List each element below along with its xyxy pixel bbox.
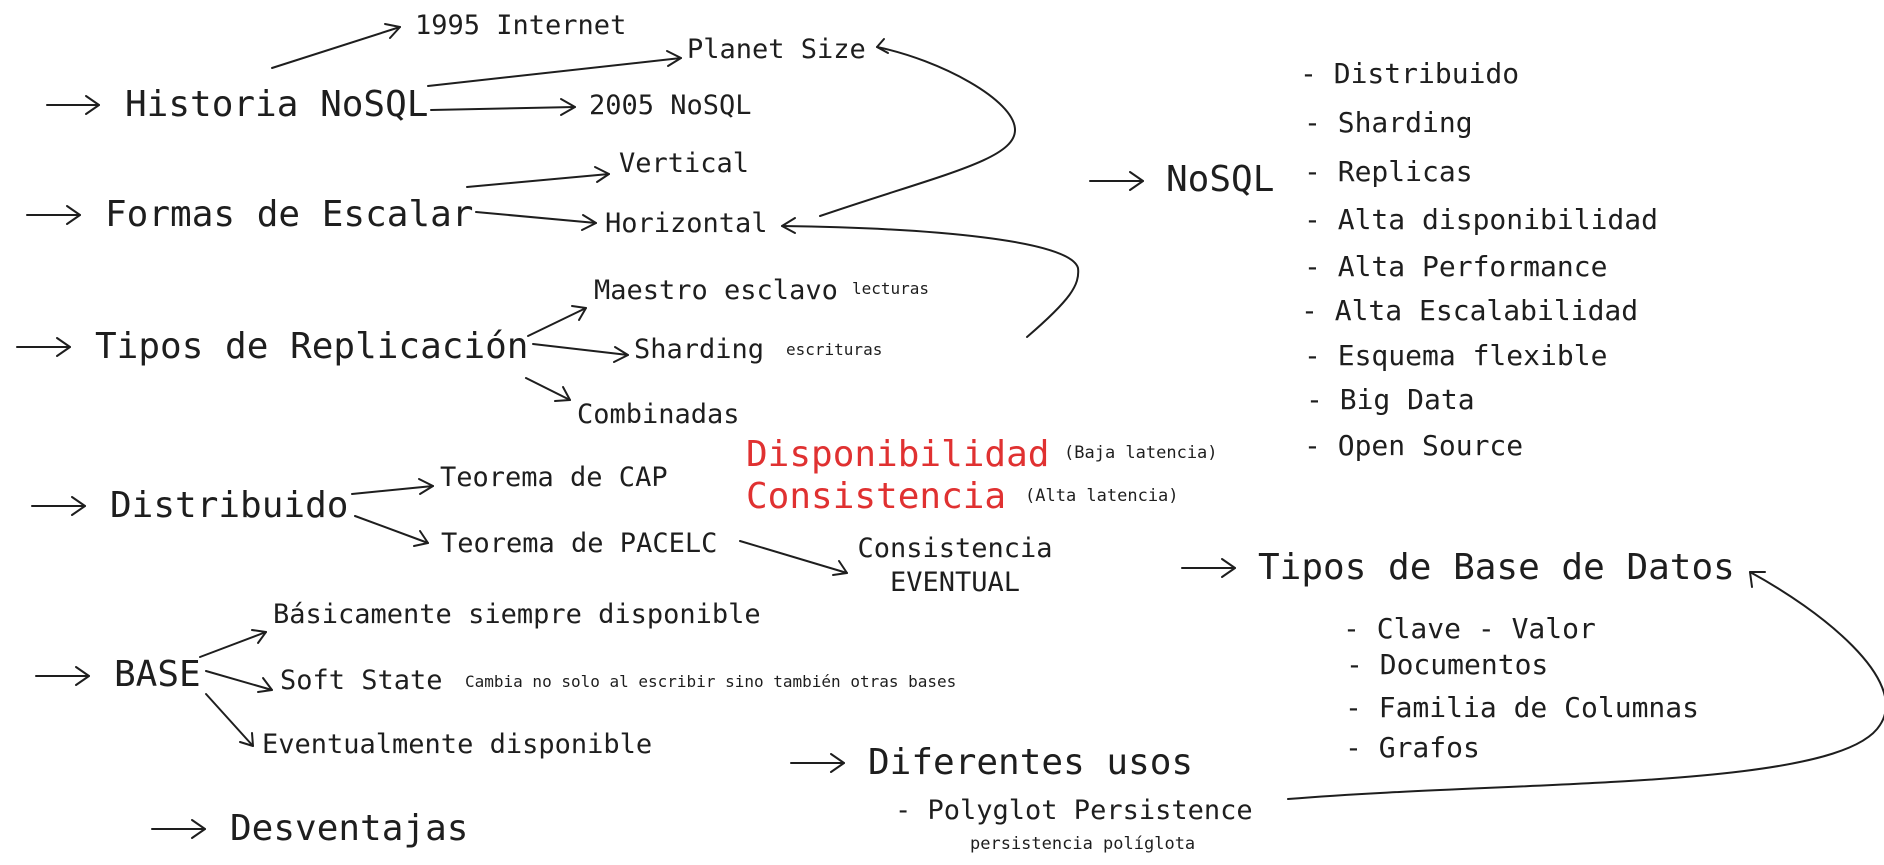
arrow-eventualmente	[205, 693, 254, 747]
replicacion-maestro: Maestro esclavo	[594, 275, 838, 306]
base-title: BASE	[114, 654, 201, 695]
nosql-item: - Distribuido	[1300, 57, 1520, 90]
arrow-pacelc	[354, 515, 429, 547]
arrow-tipos	[1181, 558, 1236, 578]
escalar-vertical: Vertical	[619, 148, 750, 179]
tipos-item: - Documentos	[1346, 648, 1549, 681]
historia-internet: 1995 Internet	[415, 10, 627, 41]
arrow-combinadas	[525, 377, 571, 402]
base-soft-note: Cambia no solo al escribir sino también …	[465, 672, 957, 691]
tipos-item: - Grafos	[1345, 731, 1480, 764]
arrow-internet	[271, 23, 401, 69]
arrow-sharding	[532, 343, 629, 363]
distribuido-pacelc: Teorema de PACELC	[441, 528, 718, 559]
tipos-item: - Familia de Columnas	[1345, 691, 1700, 724]
curve-polyglot-to-tipos	[1287, 571, 1884, 800]
historia-title: Historia NoSQL	[125, 84, 429, 125]
historia-2005: 2005 NoSQL	[589, 90, 752, 121]
distribuido-disponibilidad: Disponibilidad	[746, 434, 1050, 475]
replicacion-escrituras: escrituras	[786, 340, 883, 359]
arrow-vertical	[466, 166, 610, 188]
nosql-item: - Big Data	[1306, 383, 1475, 416]
tipos-item: - Clave - Valor	[1343, 612, 1596, 645]
distribuido-title: Distribuido	[110, 485, 349, 526]
usos-polyglot: - Polyglot Persistence	[895, 795, 1253, 826]
arrow-eventual	[739, 540, 848, 576]
arrow-nosql	[1089, 171, 1144, 191]
curve-sharding-to-horizontal	[781, 217, 1080, 338]
arrow-base	[35, 666, 90, 686]
arrow-distribuido	[31, 496, 86, 516]
distribuido-baja-latencia: (Baja latencia)	[1064, 443, 1218, 463]
arrow-basicamente	[199, 629, 267, 658]
arrow-2005	[430, 98, 576, 116]
curve-horizontal-to-planet	[819, 38, 1016, 217]
nosql-item: - Replicas	[1304, 155, 1473, 188]
distribuido-eventual-1: Consistencia	[857, 533, 1053, 564]
base-eventualmente: Eventualmente disponible	[262, 729, 653, 760]
nosql-item: - Esquema flexible	[1304, 339, 1608, 372]
distribuido-eventual-2: EVENTUAL	[889, 567, 1021, 598]
replicacion-title: Tipos de Replicación	[95, 326, 529, 367]
replicacion-combinadas: Combinadas	[577, 399, 740, 430]
arrow-usos	[790, 753, 845, 773]
arrow-replicacion	[16, 337, 71, 357]
base-basicamente: Básicamente siempre disponible	[273, 599, 761, 630]
nosql-title: NoSQL	[1166, 159, 1275, 200]
arrow-soft	[205, 670, 273, 693]
replicacion-sharding: Sharding	[634, 334, 765, 365]
base-soft-state: Soft State	[280, 665, 443, 696]
tipos-title: Tipos de Base de Datos	[1258, 547, 1735, 588]
nosql-item: - Alta Escalabilidad	[1301, 294, 1639, 327]
nosql-item: - Sharding	[1304, 106, 1473, 139]
arrow-horizontal	[475, 211, 597, 231]
nosql-item: - Open Source	[1304, 429, 1524, 462]
distribuido-alta-latencia: (Alta latencia)	[1025, 486, 1179, 506]
escalar-title: Formas de Escalar	[105, 194, 474, 235]
distribuido-consistencia: Consistencia	[746, 476, 1007, 517]
escalar-horizontal: Horizontal	[605, 208, 768, 239]
usos-poliglota: persistencia políglota	[970, 834, 1196, 854]
historia-planet: Planet Size	[687, 34, 866, 65]
arrow-desventajas	[151, 819, 206, 839]
arrow-historia	[46, 95, 100, 115]
nosql-item: - Alta Performance	[1304, 250, 1608, 283]
arrow-planet	[427, 50, 682, 87]
distribuido-cap: Teorema de CAP	[440, 462, 668, 493]
usos-title: Diferentes usos	[868, 742, 1194, 783]
nosql-item: - Alta disponibilidad	[1304, 203, 1659, 236]
desventajas-title: Desventajas	[230, 808, 469, 849]
arrow-escalar	[26, 205, 81, 225]
replicacion-lecturas: lecturas	[852, 279, 930, 298]
arrow-maestro	[527, 305, 587, 337]
arrow-cap	[351, 478, 434, 495]
